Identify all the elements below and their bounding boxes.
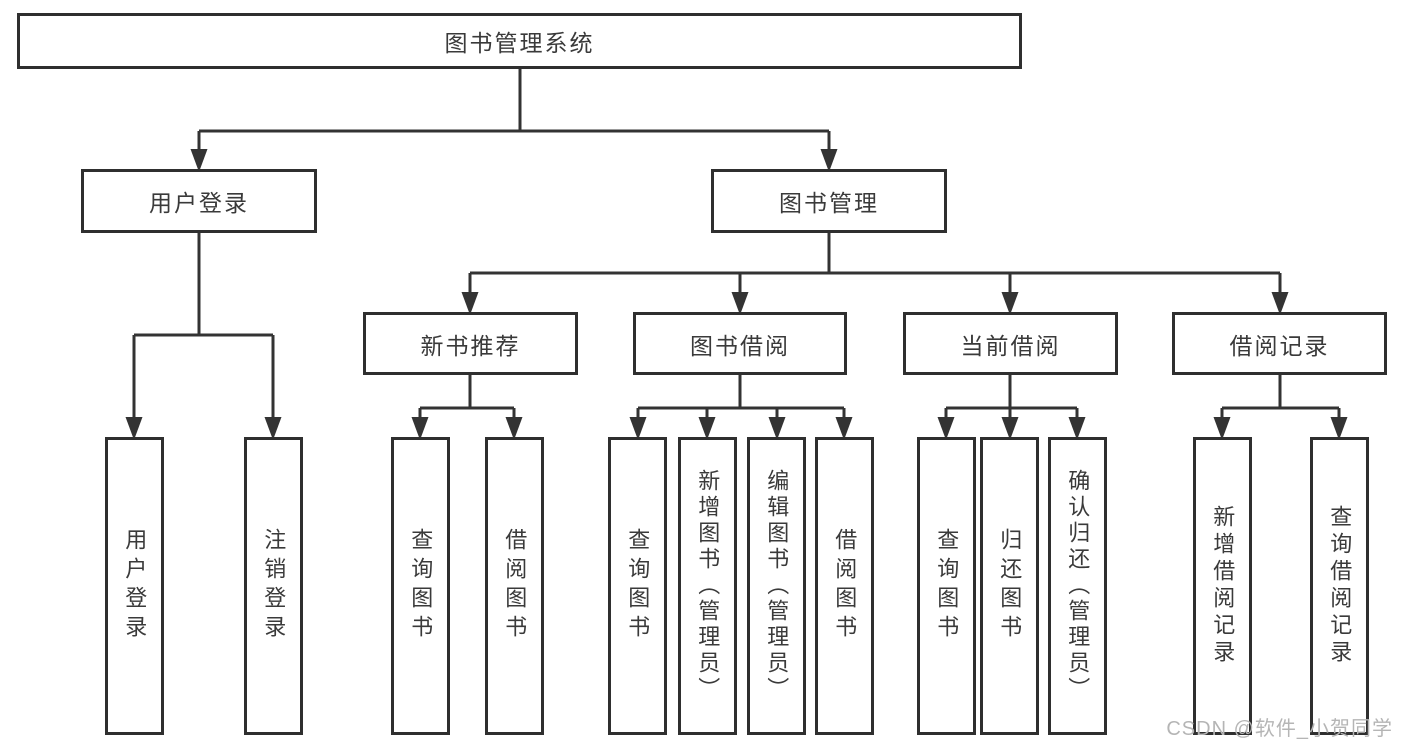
node-leaf-nb-borrow-books: 借阅图书: [485, 437, 544, 735]
arrowhead-icon: [731, 292, 749, 315]
node-leaf-cb-confirm-return: 确认归还（管理员）: [1048, 437, 1107, 735]
node-leaf-cb-confirm-return-label: 确认归还（管理员）: [1065, 469, 1091, 703]
node-current-borrowing-label: 当前借阅: [960, 332, 1061, 359]
node-leaf-br-query-record: 查询借阅记录: [1310, 437, 1369, 735]
node-root: 图书管理系统: [17, 13, 1022, 69]
arrowhead-icon: [411, 417, 429, 440]
arrowhead-icon: [1271, 292, 1289, 315]
watermark: CSDN @软件_小贺同学: [1166, 718, 1393, 740]
node-book-management: 图书管理: [711, 169, 947, 233]
connector-root-to-level2: [197, 69, 831, 150]
connector-lines: [132, 69, 1341, 418]
node-new-book-recommend: 新书推荐: [363, 312, 578, 375]
node-leaf-bb-add-books-label: 新增图书（管理员）: [695, 469, 721, 703]
node-leaf-logout-label: 注销登录: [261, 528, 287, 644]
arrowhead-icon: [1330, 417, 1348, 440]
node-leaf-bb-query-books-label: 查询图书: [625, 528, 651, 644]
arrowhead-icon: [1001, 417, 1019, 440]
node-leaf-bb-query-books: 查询图书: [608, 437, 667, 735]
node-book-borrowing: 图书借阅: [633, 312, 847, 375]
arrowhead-icon: [1068, 417, 1086, 440]
node-leaf-logout: 注销登录: [244, 437, 303, 735]
node-leaf-br-add-record-label: 新增借阅记录: [1210, 505, 1236, 667]
arrowheads: [125, 149, 1348, 440]
node-current-borrowing: 当前借阅: [903, 312, 1118, 375]
node-new-book-recommend-label: 新书推荐: [420, 332, 521, 359]
node-book-management-label: 图书管理: [779, 190, 879, 216]
arrowhead-icon: [698, 417, 716, 440]
arrowhead-icon: [505, 417, 523, 440]
node-leaf-bb-add-books: 新增图书（管理员）: [678, 437, 737, 735]
node-leaf-cb-query-books-label: 查询图书: [934, 528, 960, 644]
arrowhead-icon: [1001, 292, 1019, 315]
node-leaf-user-login: 用户登录: [105, 437, 164, 735]
node-leaf-nb-borrow-books-label: 借阅图书: [502, 528, 528, 644]
node-root-label: 图书管理系统: [444, 30, 595, 56]
node-leaf-bb-borrow-books-label: 借阅图书: [832, 528, 858, 644]
node-book-borrowing-label: 图书借阅: [690, 332, 790, 359]
node-leaf-br-query-record-label: 查询借阅记录: [1327, 505, 1353, 667]
arrowhead-icon: [835, 417, 853, 440]
arrowhead-icon: [820, 149, 838, 172]
node-borrowing-records-label: 借阅记录: [1229, 332, 1330, 359]
arrowhead-icon: [264, 417, 282, 440]
connector-bookmgmt-to-level3: [468, 233, 1282, 293]
connector-bookborrow-to-leaves: [636, 375, 846, 418]
arrowhead-icon: [1213, 417, 1231, 440]
arrowhead-icon: [125, 417, 143, 440]
arrowhead-icon: [937, 417, 955, 440]
node-leaf-cb-query-books: 查询图书: [917, 437, 976, 735]
connector-currentborrow-to-leaves: [944, 375, 1079, 418]
arrowhead-icon: [629, 417, 647, 440]
node-leaf-br-add-record: 新增借阅记录: [1193, 437, 1252, 735]
connector-newbooks-to-leaves: [418, 375, 516, 418]
node-leaf-nb-query-books-label: 查询图书: [408, 528, 434, 644]
node-borrowing-records: 借阅记录: [1172, 312, 1387, 375]
connector-userlogin-to-leaves: [132, 233, 275, 418]
arrowhead-icon: [190, 149, 208, 172]
node-leaf-cb-return-books: 归还图书: [980, 437, 1039, 735]
node-leaf-bb-borrow-books: 借阅图书: [815, 437, 874, 735]
node-user-login: 用户登录: [81, 169, 317, 233]
node-leaf-bb-edit-books: 编辑图书（管理员）: [747, 437, 806, 735]
connector-records-to-leaves: [1220, 375, 1341, 418]
node-leaf-bb-edit-books-label: 编辑图书（管理员）: [764, 469, 790, 703]
arrowhead-icon: [768, 417, 786, 440]
node-user-login-label: 用户登录: [149, 190, 249, 216]
arrowhead-icon: [461, 292, 479, 315]
node-leaf-nb-query-books: 查询图书: [391, 437, 450, 735]
node-leaf-user-login-label: 用户登录: [122, 528, 148, 644]
node-leaf-cb-return-books-label: 归还图书: [997, 528, 1023, 644]
